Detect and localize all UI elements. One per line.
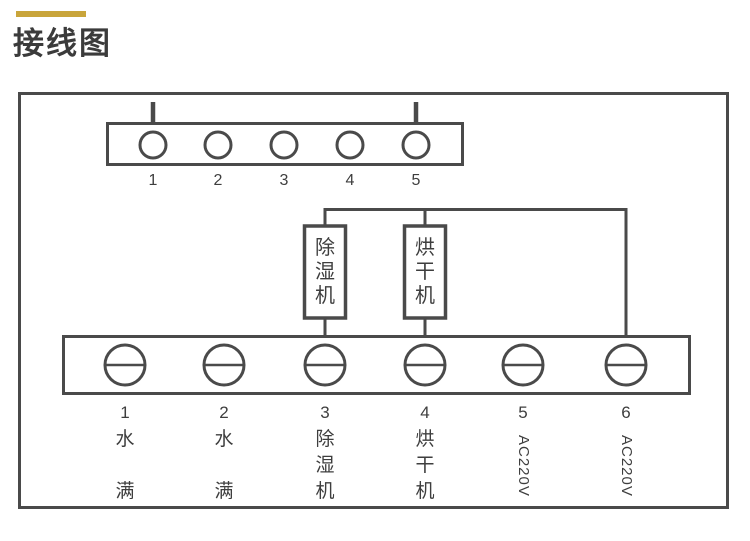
device-boxes xyxy=(302,224,448,320)
wire-main-bus xyxy=(323,208,628,348)
bottom-terminal-label-2: 水满 xyxy=(214,429,234,502)
bottom-terminal-number-4: 4 xyxy=(420,403,430,422)
bottom-terminal-label-6: AC220V xyxy=(611,429,641,503)
diagram-border xyxy=(18,92,729,509)
page-title: 接线图 xyxy=(13,26,112,61)
dryer-label: 烘干机 xyxy=(415,237,435,307)
bottom-terminal-number-3: 3 xyxy=(320,403,330,422)
title-accent-bar xyxy=(16,11,86,17)
bottom-strip-body xyxy=(62,335,691,395)
wires xyxy=(323,208,628,348)
bottom-terminal-number-2: 2 xyxy=(219,403,229,422)
bottom-terminal-number-6: 6 xyxy=(621,403,631,422)
bottom-terminal-strip xyxy=(62,335,691,395)
top-terminal-number-2: 2 xyxy=(213,172,223,189)
bottom-terminal-label-4: 烘干机 xyxy=(415,429,435,502)
ac220v-label: AC220V xyxy=(515,435,532,497)
bottom-terminal-number-1: 1 xyxy=(120,403,130,422)
top-terminal-hole-2 xyxy=(203,130,233,160)
top-terminal-strip xyxy=(106,102,464,166)
bottom-terminal-label-3: 除湿机 xyxy=(315,429,335,502)
top-terminal-hole-3 xyxy=(269,130,299,160)
top-terminal-number-3: 3 xyxy=(279,172,289,189)
dehumidifier-label: 除湿机 xyxy=(315,237,335,307)
dryer-box xyxy=(402,224,448,320)
bottom-terminal-label-5: AC220V xyxy=(508,429,538,503)
top-terminal-hole-1 xyxy=(138,130,168,160)
dehumidifier-box xyxy=(302,224,348,320)
ac220v-label: AC220V xyxy=(618,435,635,497)
bottom-terminal-label-1: 水满 xyxy=(115,429,135,502)
top-terminal-number-1: 1 xyxy=(148,172,158,189)
top-terminal-number-4: 4 xyxy=(345,172,355,189)
bottom-terminal-number-5: 5 xyxy=(518,403,528,422)
top-terminal-hole-5 xyxy=(401,130,431,160)
top-terminal-number-5: 5 xyxy=(411,172,421,189)
top-terminal-hole-4 xyxy=(335,130,365,160)
